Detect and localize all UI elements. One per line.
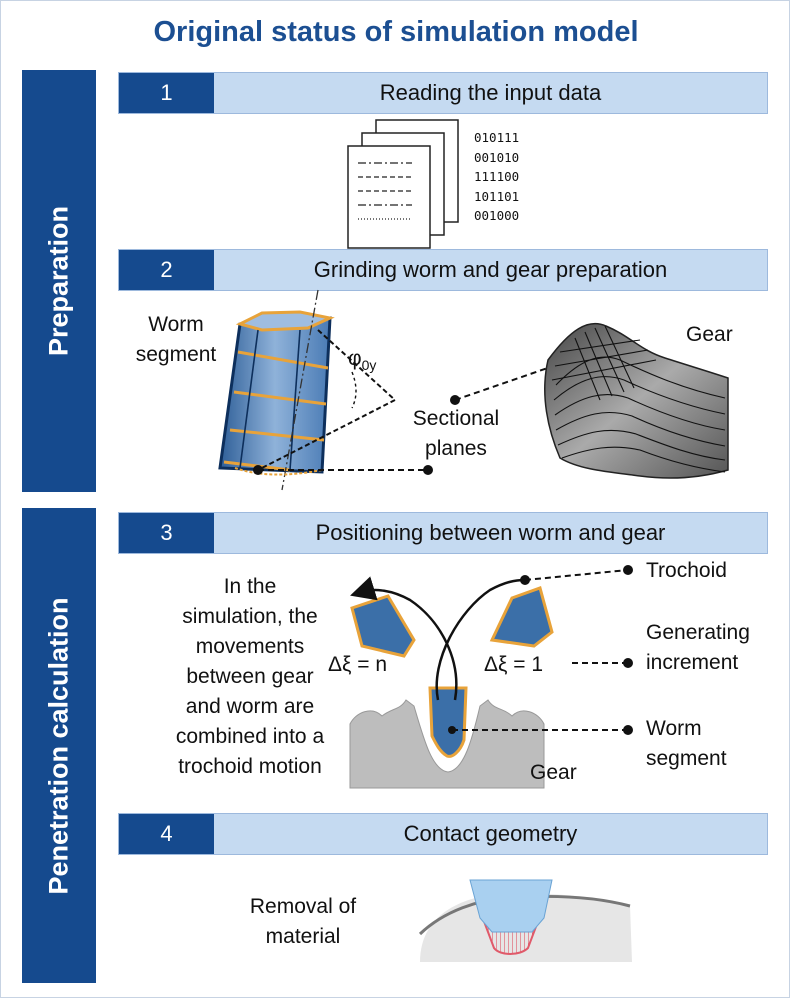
gear-tooth-profile [349, 699, 545, 789]
binary-line: 101101 [474, 188, 520, 204]
simulation-description: In the simulation, the movements between… [175, 575, 325, 778]
step3-connectors [448, 565, 633, 735]
step-3-header: 3 Positioning between worm and gear [118, 512, 768, 554]
binary-data-block: 010111 001010 111100 101101 001000 [474, 128, 519, 226]
sectional-planes-label: Sectional planes [412, 407, 500, 460]
delta-xi-n-label: Δξ = n [328, 653, 388, 676]
step-4-label: Contact geometry [403, 821, 578, 846]
step-1-header: 1 Reading the input data [118, 72, 768, 114]
contact-geometry-illustration [418, 879, 632, 962]
angle-phi-indicator [257, 329, 396, 471]
step-4-number: 4 [119, 814, 214, 854]
gear-label-step2: Gear [686, 323, 733, 346]
binary-line: 010111 [474, 130, 520, 145]
binary-line: 001010 [474, 149, 520, 165]
step-3-label: Positioning between worm and gear [315, 520, 666, 545]
generating-increment-label: Generating increment [646, 621, 750, 674]
step-1-label: Reading the input data [379, 80, 602, 105]
step-2-label: Grinding worm and gear preparation [313, 257, 668, 282]
binary-line: 001000 [474, 208, 520, 223]
sidebar-penetration-calculation: Penetration calculation [22, 508, 96, 983]
worm-segment-in-gap [428, 686, 468, 758]
gear-label-step3: Gear [530, 761, 577, 784]
worm-segment-label: Worm segment [135, 313, 217, 366]
figure-title: Original status of simulation model [153, 16, 639, 48]
worm-block-left [350, 594, 416, 658]
step-1-number: 1 [119, 73, 214, 113]
delta-xi-1-label: Δξ = 1 [484, 653, 544, 676]
step-3-number: 3 [119, 513, 214, 553]
worm-segment-cylinder [218, 289, 335, 491]
worm-segment-label-step3: Worm segment [646, 717, 727, 770]
step-4-header: 4 Contact geometry [118, 813, 768, 855]
sidebar-preparation: Preparation [22, 70, 96, 492]
trochoid-path [350, 576, 526, 701]
worm-block-right [489, 586, 554, 648]
document-stack-icon [347, 119, 459, 249]
angle-label: φ0y [348, 347, 377, 374]
trochoid-label: Trochoid [646, 559, 727, 582]
binary-line: 111100 [474, 169, 520, 184]
step-2-header: 2 Grinding worm and gear preparation [118, 249, 768, 291]
removal-of-material-label: Removal of material [249, 895, 357, 948]
step-2-number: 2 [119, 250, 214, 290]
gear-mesh [544, 322, 729, 479]
